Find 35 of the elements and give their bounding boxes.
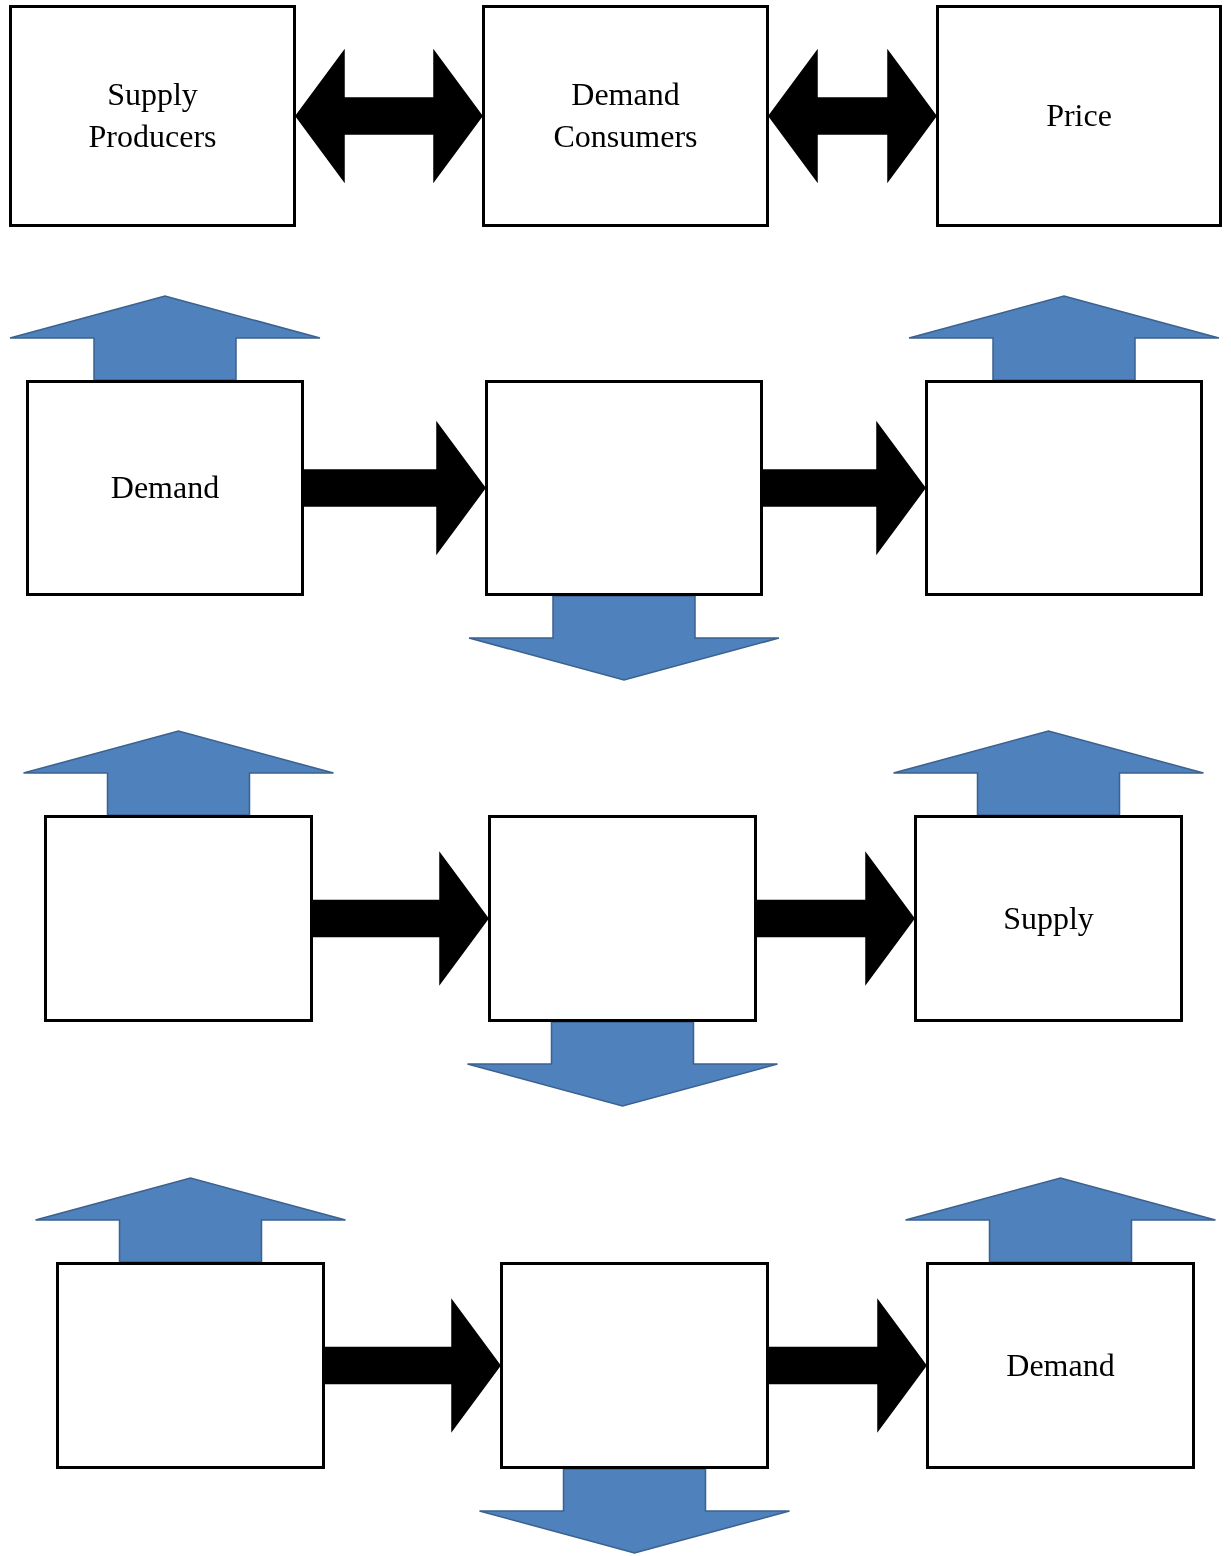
direction-block-arrow	[34, 1177, 347, 1263]
block-arrow	[768, 1298, 927, 1433]
process-box	[482, 5, 769, 227]
process-box	[914, 815, 1183, 1022]
direction-block-arrow	[468, 595, 780, 681]
direction-block-arrow	[478, 1468, 791, 1554]
process-box	[44, 815, 313, 1022]
process-box	[485, 380, 763, 596]
box-label: Demand	[110, 468, 220, 508]
process-box	[26, 380, 304, 596]
block-arrow	[756, 851, 915, 986]
box-label: Supply	[1003, 898, 1094, 938]
process-box	[9, 5, 296, 227]
direction-block-arrow	[908, 295, 1220, 381]
block-arrow	[762, 420, 926, 556]
process-box	[926, 1262, 1195, 1469]
block-arrow	[768, 48, 937, 184]
direction-block-arrow	[22, 730, 335, 816]
box-label: Supply Producers	[87, 75, 218, 156]
direction-block-arrow	[892, 730, 1205, 816]
block-arrow	[312, 851, 489, 986]
block-arrow	[324, 1298, 501, 1433]
process-box	[488, 815, 757, 1022]
process-box	[500, 1262, 769, 1469]
box-label: Price	[1046, 96, 1112, 136]
direction-block-arrow	[466, 1021, 779, 1107]
process-box	[936, 5, 1222, 227]
box-label: Demand	[1006, 1345, 1115, 1385]
box-label: Demand Consumers	[552, 75, 699, 156]
block-arrow	[295, 48, 483, 184]
direction-block-arrow	[904, 1177, 1217, 1263]
direction-block-arrow	[9, 295, 321, 381]
block-arrow	[303, 420, 486, 556]
process-box	[56, 1262, 325, 1469]
process-box	[925, 380, 1203, 596]
